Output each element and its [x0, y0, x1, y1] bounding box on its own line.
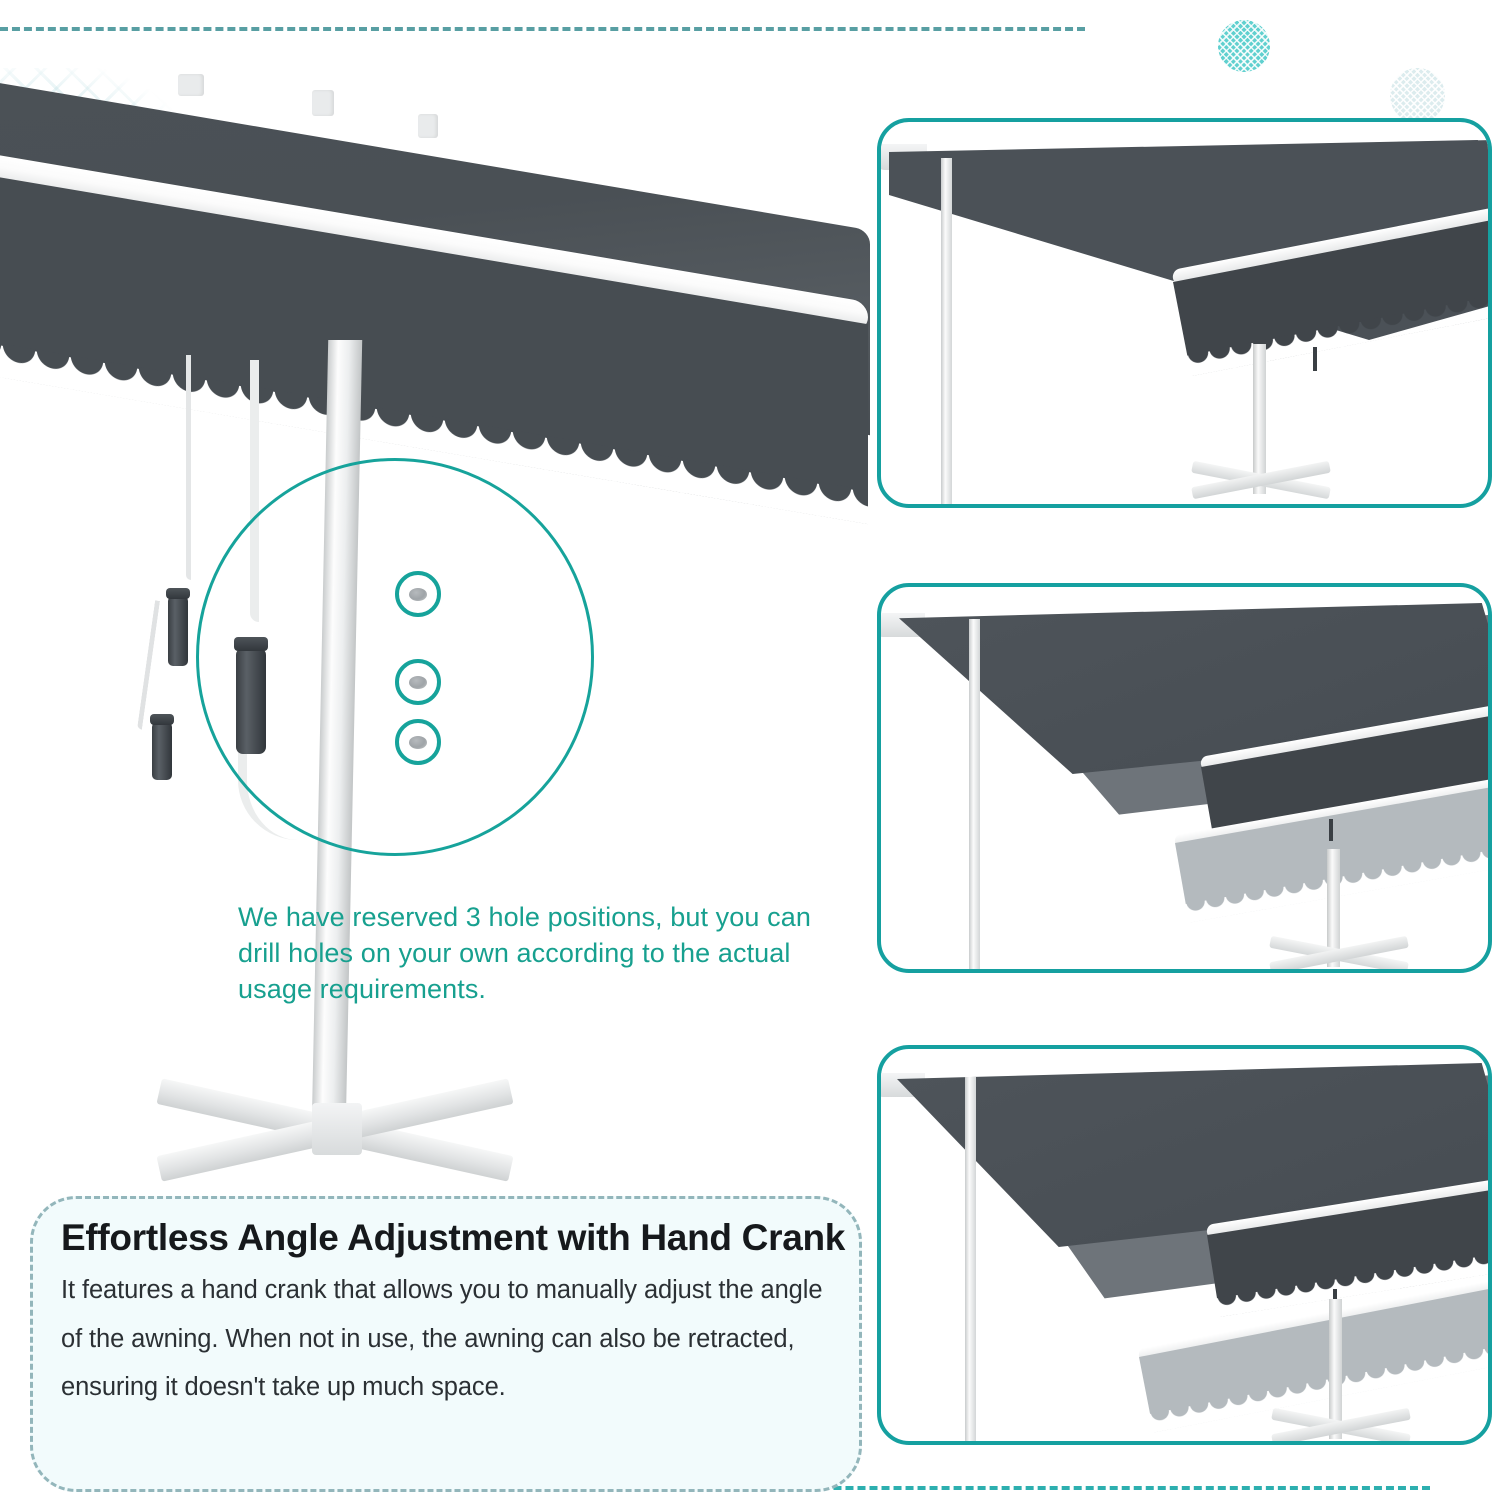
panel2-crank-drop [1329, 819, 1333, 841]
feature-info-card: Effortless Angle Adjustment with Hand Cr… [30, 1196, 862, 1492]
hole-positions-caption: We have reserved 3 hole positions, but y… [238, 902, 811, 1004]
feature-card-body: It features a hand crank that allows you… [61, 1275, 823, 1402]
halftone-circle-pale-icon [1390, 68, 1445, 123]
cross-base [156, 1075, 514, 1190]
halftone-circle-teal-icon [1218, 20, 1270, 72]
dashed-divider-top [0, 27, 1085, 31]
dashed-divider-bottom [305, 1486, 1430, 1490]
panel-awning-double-layer [877, 583, 1492, 973]
crank-handle-lower [150, 714, 174, 780]
panel1-pole-right [1253, 344, 1266, 494]
panel1-pole-left [941, 158, 952, 504]
crank-cable-main [250, 360, 259, 622]
hole-marker-3-icon [395, 719, 441, 765]
hole-positions-magnifier [196, 458, 594, 856]
crank-cable-thin-lower [136, 600, 161, 730]
feature-card-title: Effortless Angle Adjustment with Hand Cr… [61, 1217, 846, 1258]
panel3-valance-lower [1139, 1288, 1488, 1433]
crank-handle-lower-cap [150, 714, 174, 725]
panel3-pole-left [965, 1077, 976, 1441]
crank-handle-upper [166, 588, 190, 666]
mount-bracket-left-icon [178, 74, 204, 96]
mount-bracket-mid-icon [312, 90, 334, 116]
hero-awning-illustration [0, 0, 880, 1200]
crank-handle-upper-cap [166, 588, 190, 599]
hole-dot-1 [409, 588, 427, 601]
hole-dot-3 [409, 736, 427, 749]
panel1-scallop [1187, 291, 1488, 377]
panel-awning-extended [877, 118, 1492, 508]
panel-awning-tilted [877, 1045, 1492, 1445]
hole-marker-1-icon [395, 571, 441, 617]
mount-bracket-right-icon [418, 114, 438, 138]
panel3-pole-right [1329, 1299, 1342, 1439]
crank-cable-thin-upper [186, 355, 191, 580]
cross-base-hub [312, 1103, 362, 1155]
hole-marker-2-icon [395, 659, 441, 705]
panel2-pole-left [969, 619, 980, 969]
panel1-crank-drop [1313, 347, 1317, 371]
panel2-pole-right [1327, 849, 1340, 967]
hole-dot-2 [409, 676, 427, 689]
